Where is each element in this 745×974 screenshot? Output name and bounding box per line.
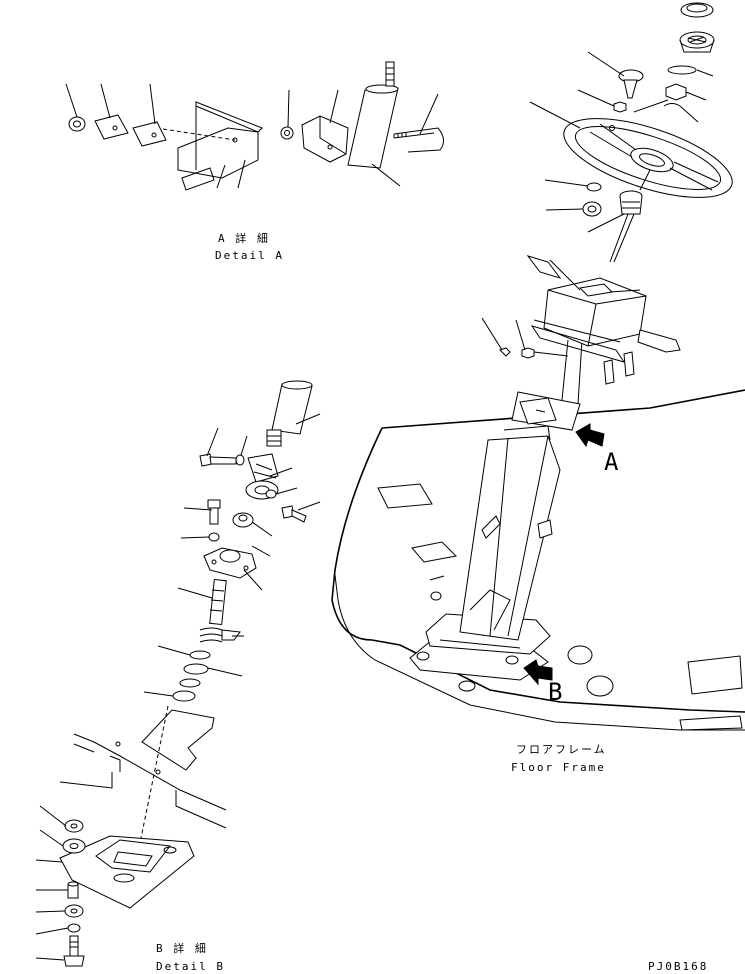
- detail-a-en-label: Detail A: [215, 249, 284, 262]
- detail-a-plate-1: [94, 114, 129, 140]
- column-head: [526, 255, 681, 385]
- detail-a-u-bolt: [393, 127, 444, 153]
- arrow-a-label: A: [604, 448, 619, 476]
- detail-b-frame-section: [59, 733, 227, 829]
- detail-b-washer-2: [265, 489, 277, 499]
- detail-a-clamp: [301, 115, 349, 163]
- floor-opening-2: [411, 541, 458, 563]
- detail-b-spacer: [67, 881, 79, 899]
- detail-a-nut: [68, 116, 86, 132]
- detail-b-collar: [232, 512, 254, 528]
- horn-button: [679, 31, 715, 53]
- detail-b-washer-7: [67, 923, 81, 933]
- detail-b-ring-1: [189, 650, 211, 660]
- wheel-nut: [582, 201, 602, 217]
- detail-b-jp-label: B 詳 細: [156, 941, 208, 955]
- floor-frame: [331, 389, 745, 731]
- floor-frame-jp-label: フロアフレーム: [516, 743, 607, 756]
- snap-ring: [667, 65, 697, 75]
- steering-column: [459, 339, 583, 641]
- detail-b-ring-3: [179, 678, 201, 688]
- detail-b-flange: [203, 547, 257, 579]
- wheel-washer: [586, 182, 602, 192]
- floor-hole-1: [567, 645, 593, 665]
- detail-a-small-nut: [280, 126, 294, 140]
- detail-a-cylinder: [347, 61, 399, 169]
- detail-b-tube: [266, 380, 313, 447]
- detail-b-base-bracket: [59, 835, 195, 909]
- column-shaft-top: [609, 190, 643, 263]
- knob: [618, 69, 644, 99]
- detail-b-bolt-2: [281, 505, 307, 523]
- floor-hole-4: [430, 591, 442, 601]
- floor-frame-en-label: Floor Frame: [511, 761, 606, 774]
- detail-a-bracket: [162, 101, 263, 191]
- floor-opening-3: [687, 655, 743, 695]
- detail-b-washer-5: [62, 838, 86, 854]
- drawing-code: PJ0B168: [648, 960, 708, 973]
- detail-b-cover-plate: [141, 709, 215, 771]
- floor-opening-1: [377, 483, 433, 509]
- detail-b-shaft: [209, 578, 227, 626]
- arrow-a: [575, 423, 605, 448]
- detail-b-bolt-3: [207, 499, 221, 525]
- top-nut: [665, 83, 687, 101]
- detail-a-plate-2: [132, 121, 167, 147]
- floor-hole-2: [586, 675, 614, 697]
- detail-b-bolt-1: [199, 453, 237, 467]
- detail-b-washer-3: [208, 532, 220, 542]
- knob-nut: [613, 101, 627, 113]
- detail-b-washer-4: [64, 819, 84, 833]
- detail-b-group: [35, 380, 321, 967]
- steering-wheel: [563, 118, 733, 198]
- detail-b-ring-4: [172, 690, 196, 702]
- column-nut: [521, 347, 535, 359]
- arrow-b: [523, 659, 553, 686]
- detail-b-ring-2: [183, 663, 209, 675]
- detail-b-en-label: Detail B: [156, 960, 225, 973]
- detail-a-group: [65, 61, 444, 191]
- detail-b-bottom-bolt: [63, 935, 85, 967]
- detail-b-spring: [199, 627, 241, 643]
- column-bolt: [499, 347, 511, 357]
- detail-b-washer-6: [64, 904, 84, 918]
- spring-washer: [663, 103, 681, 107]
- detail-a-jp-label: A 詳 細: [218, 231, 270, 245]
- horn-cap: [680, 2, 714, 18]
- arrow-b-label: B: [548, 678, 562, 706]
- detail-b-washer-1: [235, 454, 245, 466]
